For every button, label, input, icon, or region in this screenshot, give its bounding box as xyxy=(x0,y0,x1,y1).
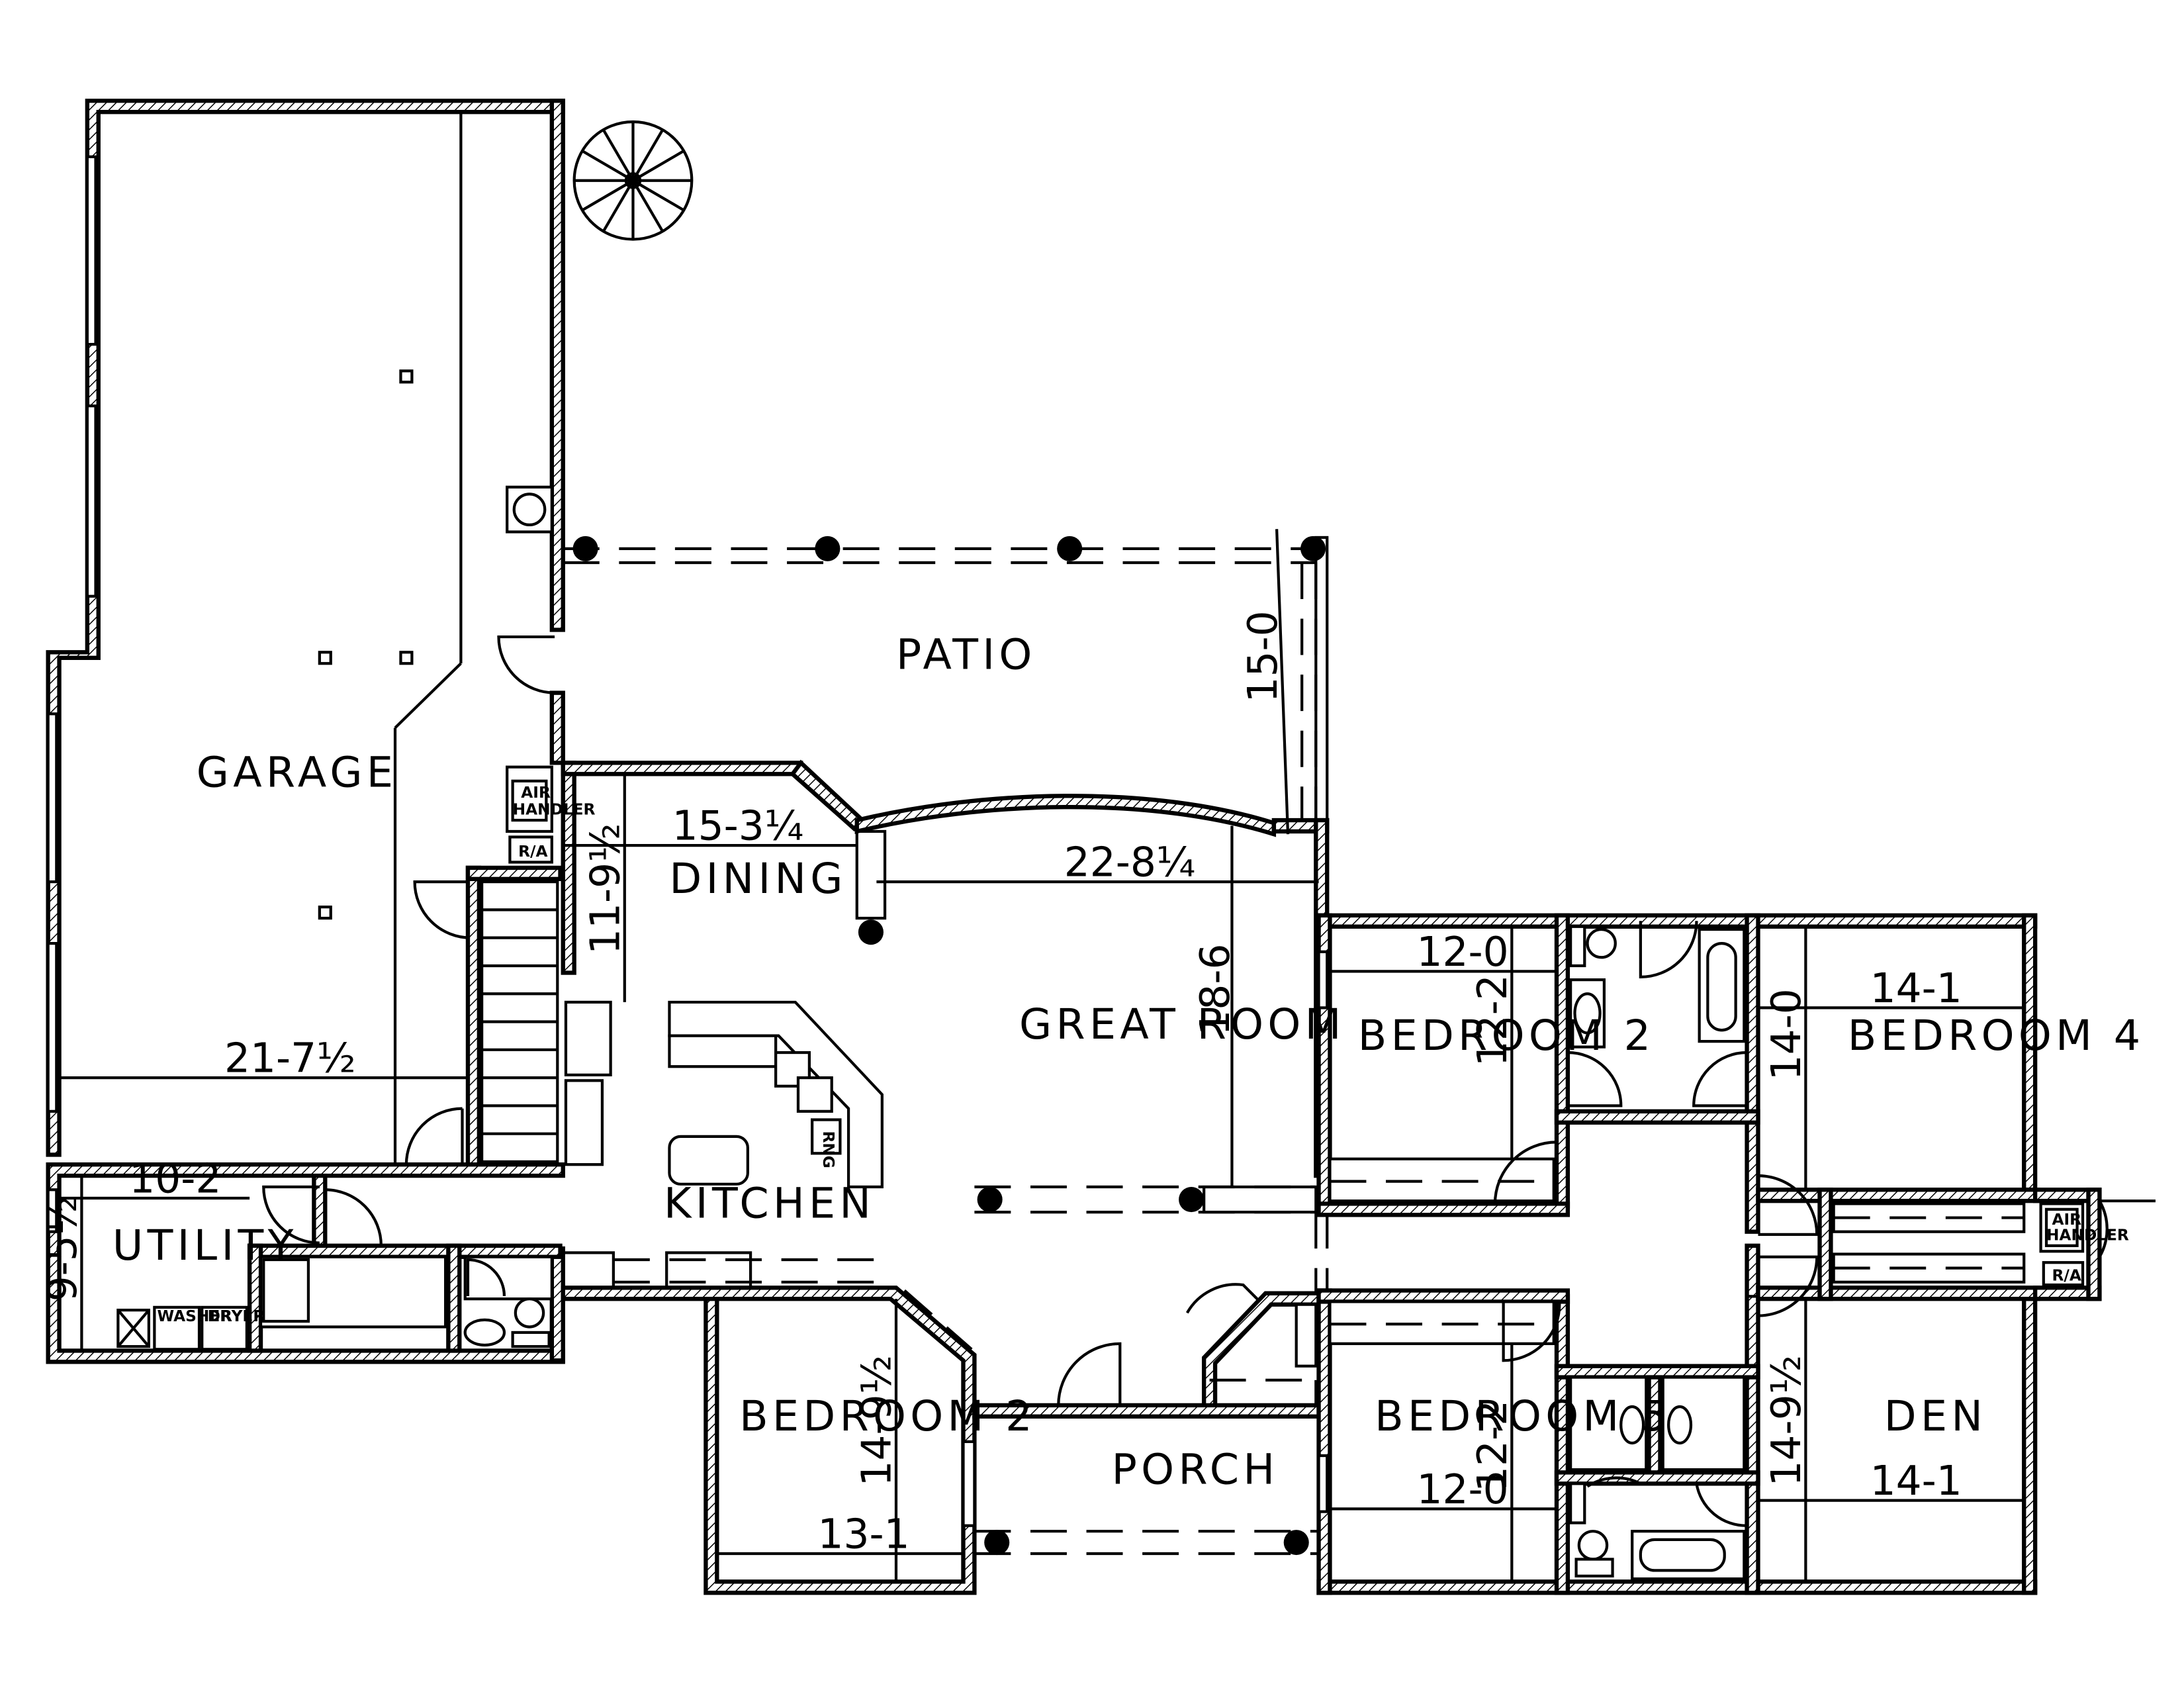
room-labels: GARAGE PATIO DINING GREAT ROOM KITCHEN U… xyxy=(113,630,2145,1494)
air-handler-label-bottom: HANDLER xyxy=(513,801,596,819)
air-handler-label-top: AIR xyxy=(521,784,551,802)
room-label-den: DEN xyxy=(1884,1391,1987,1440)
dimension-lines xyxy=(59,529,2025,1582)
dim-bedroom-4-width: 14-1 xyxy=(1870,965,1962,1012)
return-air-label: R/A xyxy=(518,843,547,861)
room-label-kitchen: KITCHEN xyxy=(664,1179,875,1228)
dim-great-room-depth: 18-6 xyxy=(1192,944,1239,1036)
dim-bedroom-2-upper-width: 12-0 xyxy=(1417,929,1509,976)
dryer-label: DRYER xyxy=(208,1307,265,1325)
dim-den-depth: 14-9¹⁄₂ xyxy=(1763,1355,1810,1487)
garage-walls xyxy=(46,99,565,1166)
dim-bedroom-2-upper-depth: 12-2 xyxy=(1469,974,1516,1066)
dim-utility-depth: 9-5¹⁄₂ xyxy=(39,1196,86,1302)
room-label-bedroom-2-lower: BEDROOM 2 xyxy=(739,1391,1036,1440)
dim-dining-depth: 11-9¹⁄₂ xyxy=(582,823,629,955)
washer-label: WASHER xyxy=(158,1307,232,1325)
room-label-bedroom-2-upper: BEDROOM 2 xyxy=(1358,1011,1655,1060)
spiral-stair xyxy=(572,120,694,241)
dim-bedroom-5-depth: 12-2 xyxy=(1469,1400,1516,1492)
dim-great-room-width: 22-8¹⁄₄ xyxy=(1064,839,1196,886)
patio xyxy=(563,536,1329,827)
room-label-bedroom-5: BEDROOM 5 xyxy=(1375,1391,1672,1440)
utility-walls: WASHER DRYER AIR HANDLER R/A xyxy=(46,765,596,1364)
dim-bedroom-5-width: 12-0 xyxy=(1417,1466,1509,1513)
porch xyxy=(972,1283,1321,1556)
room-label-garage: GARAGE xyxy=(197,747,398,796)
return-air-right-label: R/A xyxy=(2052,1267,2081,1285)
room-label-patio: PATIO xyxy=(896,630,1036,679)
stairs xyxy=(465,865,563,1167)
range-label: RNG xyxy=(819,1131,837,1168)
dim-patio-depth: 15-0 xyxy=(1240,610,1287,702)
dim-bedroom-2-lower-depth: 14-9¹⁄₂ xyxy=(854,1355,901,1487)
right-wing-walls: AIR HANDLER R/A xyxy=(1316,913,2156,1595)
right-wing-fixtures xyxy=(1317,921,1819,1581)
dim-bedroom-4-depth: 14-0 xyxy=(1763,988,1810,1080)
bedroom-2-lower-walls xyxy=(561,1286,977,1595)
air-handler-right-label-bottom: HANDLER xyxy=(2046,1226,2129,1244)
dim-den-width: 14-1 xyxy=(1870,1458,1962,1505)
room-label-great-room: GREAT ROOM xyxy=(1019,1000,1345,1049)
dim-dining-width: 15-3¹⁄₄ xyxy=(672,803,803,850)
dim-utility-width: 10-2 xyxy=(129,1155,221,1202)
room-label-porch: PORCH xyxy=(1112,1444,1279,1493)
room-label-bedroom-4: BEDROOM 4 xyxy=(1848,1011,2145,1060)
dim-garage-width: 21-7¹⁄₂ xyxy=(224,1035,356,1082)
dimension-labels: 15-0 15-3¹⁄₄ 11-9¹⁄₂ 22-8¹⁄₄ 18-6 21-7¹⁄… xyxy=(39,610,1962,1558)
kitchen-fixtures: RNG xyxy=(561,1000,884,1293)
room-label-dining: DINING xyxy=(669,854,846,903)
air-handler-right-label-top: AIR xyxy=(2052,1211,2081,1229)
dim-bedroom-2-lower-width: 13-1 xyxy=(818,1511,910,1558)
room-label-utility: UTILITY xyxy=(113,1221,298,1270)
